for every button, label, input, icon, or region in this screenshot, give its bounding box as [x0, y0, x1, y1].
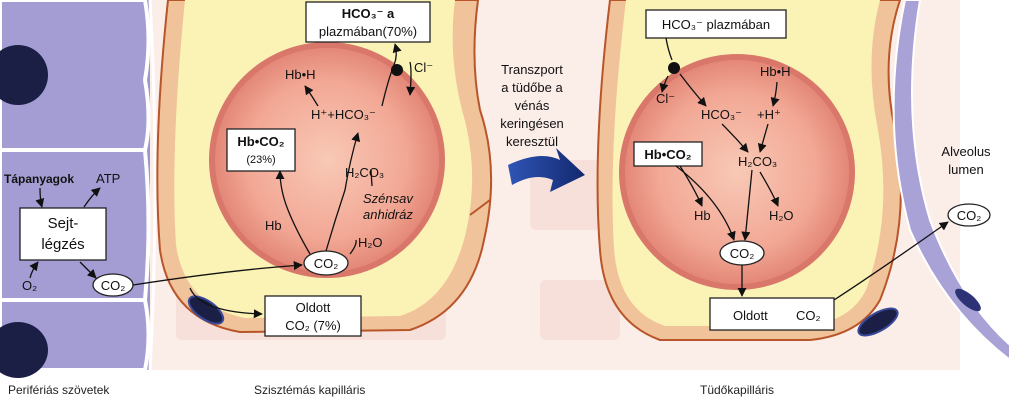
alveolus-co2-bubble — [947, 203, 991, 227]
endothelial-nucleus — [857, 307, 899, 337]
pul-hplus-label: +H⁺ — [757, 107, 781, 122]
caption-systemic: Szisztémás kapilláris — [254, 383, 365, 397]
enzyme-line1: Szénsav — [363, 191, 414, 206]
transport-line5: keresztül — [506, 134, 558, 149]
pul-hbco2-label: Hb•CO₂ — [644, 147, 691, 162]
transport-line4: keringésen — [500, 116, 564, 131]
endothelial-nucleus — [187, 295, 225, 325]
tissue-cells — [0, 0, 157, 378]
pul-hbco2-box — [633, 141, 703, 167]
sys-hbco2-box — [226, 128, 296, 172]
enzyme-line2: anhidráz — [363, 207, 413, 222]
alveolus-line2: lumen — [948, 162, 983, 177]
tissue-nucleus-bottom — [0, 322, 48, 378]
transport-line1: Transzport — [501, 62, 563, 77]
pul-hb-label: Hb — [694, 208, 711, 223]
sys-cl-label: Cl⁻ — [414, 60, 433, 75]
sys-hbco2-pct: (23%) — [246, 154, 275, 166]
pul-h2co3-label: H₂CO₃ — [738, 154, 777, 169]
pul-bicarb-label: HCO₃⁻ — [701, 107, 742, 122]
respiration-line1: Sejt- — [48, 215, 79, 232]
sys-hb-label: Hb — [265, 218, 282, 233]
pul-cl-label: Cl⁻ — [656, 91, 675, 106]
sys-dissolved-co2-box — [264, 295, 362, 337]
plasma-bicarbonate-box — [645, 9, 787, 39]
alveolus-co2-label: CO₂ — [957, 208, 982, 223]
caption-pulmonary: Tüdőkapilláris — [700, 383, 774, 397]
pul-h2o-label: H₂O — [769, 208, 794, 223]
pulmonary-rbc — [625, 60, 849, 284]
sys-dissolved-line1: Oldott — [296, 300, 331, 315]
transport-arrow — [508, 148, 585, 192]
o2-label: O₂ — [22, 278, 37, 293]
sys-h2co3-label: H₂CO₃ — [345, 165, 384, 180]
sys-bicarb-box-line2: plazmában(70%) — [319, 24, 417, 39]
ion-channel-dot — [391, 64, 403, 76]
pul-bicarb-box: HCO₃⁻ plazmában — [662, 17, 770, 32]
caption-peripheral: Perifériás szövetek — [8, 383, 110, 397]
pul-dissolved-label: Oldott — [733, 308, 768, 323]
pul-dissolved-co2-box — [709, 297, 835, 331]
sys-bicarb-box-line1: HCO₃⁻ a — [342, 6, 395, 21]
sys-dissolved-line2: CO₂ (7%) — [285, 318, 341, 333]
transport-line3: vénás — [515, 98, 550, 113]
plasma-bicarbonate-box — [305, 1, 431, 43]
sys-co2-label: CO₂ — [314, 256, 339, 271]
nutrients-label: Tápanyagok — [4, 172, 74, 186]
sys-h-bicarb-label: H⁺+HCO₃⁻ — [311, 107, 376, 122]
pul-hbh-label: Hb•H — [760, 64, 791, 79]
cell-respiration-box — [19, 207, 107, 261]
respiration-line2: légzés — [41, 236, 84, 253]
sys-h2o-label: H₂O — [358, 235, 383, 250]
pul-co2-label: CO₂ — [730, 246, 755, 261]
ion-channel-dot — [668, 62, 680, 74]
tissue-nucleus-top — [0, 45, 48, 105]
tissue-co2-label: CO₂ — [101, 278, 126, 293]
alveolus-line1: Alveolus — [941, 144, 991, 159]
transport-line2: a tüdőbe a — [501, 80, 563, 95]
pul-dissolved-co2-label: CO₂ — [796, 308, 821, 323]
sys-hbco2-label: Hb•CO₂ — [237, 134, 284, 149]
sys-hbh-label: Hb•H — [285, 67, 316, 82]
atp-label: ATP — [96, 171, 120, 186]
